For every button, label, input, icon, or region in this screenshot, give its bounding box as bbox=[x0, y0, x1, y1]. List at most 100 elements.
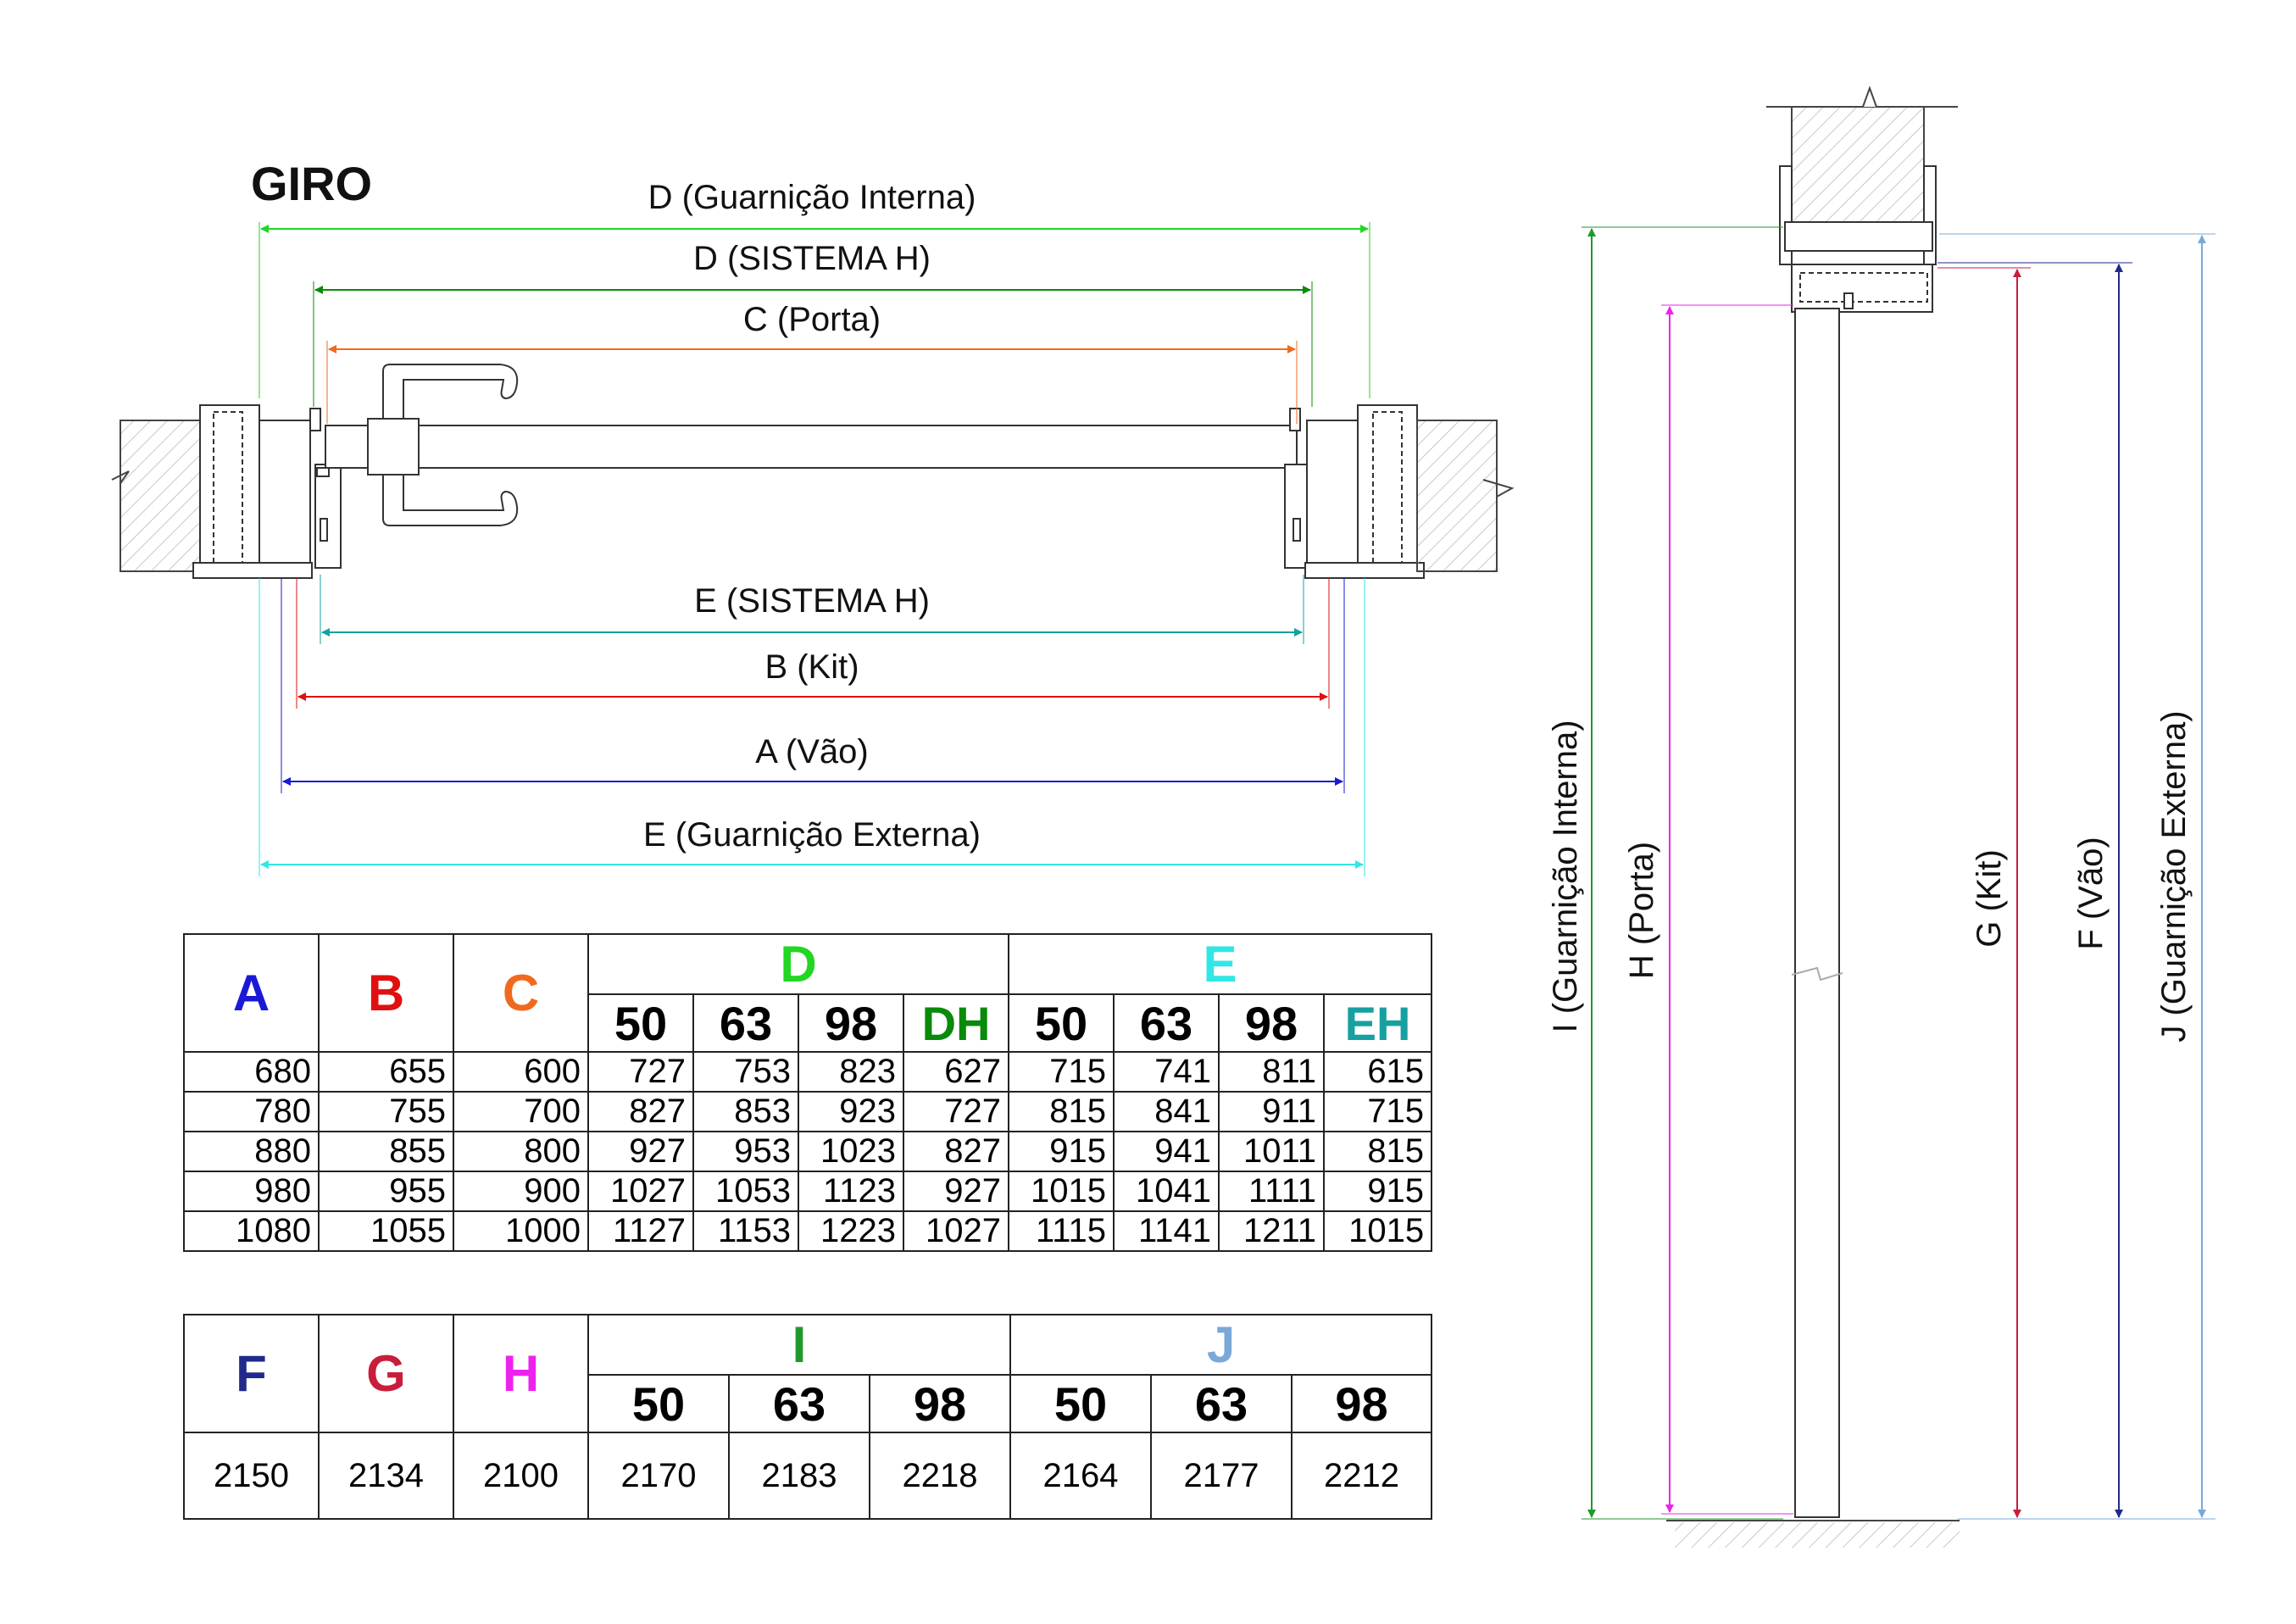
table-cell: 600 bbox=[453, 1051, 589, 1093]
table-cell: 1111 bbox=[1218, 1171, 1326, 1212]
table-cell: 1053 bbox=[692, 1171, 799, 1212]
label-b-kit: B (Kit) bbox=[764, 648, 859, 686]
table-cell: 911 bbox=[1218, 1091, 1326, 1132]
table-cell: 1153 bbox=[692, 1210, 799, 1252]
table-cell: 1041 bbox=[1113, 1171, 1220, 1212]
label-f-vao: F (Vão) bbox=[2072, 837, 2110, 949]
section-dimension-lines bbox=[1582, 226, 2215, 1520]
label-e-sistema-h: E (SISTEMA H) bbox=[694, 582, 930, 620]
table-cell: 980 bbox=[183, 1171, 320, 1212]
table-cell: 1123 bbox=[798, 1171, 904, 1212]
table-cell: 1027 bbox=[587, 1171, 694, 1212]
plan-dimension-lines bbox=[259, 222, 1370, 876]
table-cell: 953 bbox=[692, 1131, 799, 1172]
table-cell: 727 bbox=[902, 1091, 1010, 1132]
header-d: D bbox=[587, 933, 1010, 995]
table-cell: 1000 bbox=[453, 1210, 589, 1252]
left-wall bbox=[120, 420, 201, 572]
table-cell: 700 bbox=[453, 1091, 589, 1132]
table-cell: 853 bbox=[692, 1091, 799, 1132]
table-cell: 2218 bbox=[868, 1432, 1012, 1520]
table-cell: 755 bbox=[318, 1091, 454, 1132]
header-b: B bbox=[318, 933, 454, 1053]
table-cell: 1015 bbox=[1323, 1210, 1433, 1252]
label-d-sistema-h: D (SISTEMA H) bbox=[693, 240, 931, 277]
header-h: H bbox=[453, 1314, 589, 1433]
header-g: G bbox=[318, 1314, 454, 1433]
table-cell: 2170 bbox=[587, 1432, 730, 1520]
table-cell: 1115 bbox=[1008, 1210, 1115, 1252]
table-cell: 715 bbox=[1323, 1091, 1433, 1132]
table-cell: 923 bbox=[798, 1091, 904, 1132]
table-cell: 655 bbox=[318, 1051, 454, 1093]
table-cell: 811 bbox=[1218, 1051, 1326, 1093]
sub-header: 50 bbox=[587, 993, 694, 1053]
header-a: A bbox=[183, 933, 320, 1053]
table-cell: 955 bbox=[318, 1171, 454, 1212]
sub-header: 63 bbox=[1113, 993, 1220, 1053]
sub-header: 98 bbox=[868, 1374, 1012, 1433]
table-cell: 927 bbox=[902, 1171, 1010, 1212]
table-cell: 823 bbox=[798, 1051, 904, 1093]
label-c-porta: C (Porta) bbox=[743, 301, 881, 338]
sub-header-eh: EH bbox=[1323, 993, 1433, 1053]
sub-header-dh: DH bbox=[902, 993, 1010, 1053]
table-cell: 753 bbox=[692, 1051, 799, 1093]
label-i-guarnicao-interna: I (Guarnição Interna) bbox=[1547, 720, 1584, 1032]
table-cell: 827 bbox=[902, 1131, 1010, 1172]
table-cell: 815 bbox=[1323, 1131, 1433, 1172]
sub-header: 50 bbox=[1009, 1374, 1153, 1433]
table-cell: 727 bbox=[587, 1051, 694, 1093]
sub-header: 63 bbox=[728, 1374, 870, 1433]
table-cell: 927 bbox=[587, 1131, 694, 1172]
table-cell: 2164 bbox=[1009, 1432, 1153, 1520]
table-cell: 1223 bbox=[798, 1210, 904, 1252]
table-cell: 780 bbox=[183, 1091, 320, 1132]
sub-header: 50 bbox=[587, 1374, 730, 1433]
table-cell: 800 bbox=[453, 1131, 589, 1172]
plan-view bbox=[111, 364, 1515, 579]
table-cell: 2100 bbox=[453, 1432, 589, 1520]
table-cell: 2212 bbox=[1291, 1432, 1433, 1520]
label-e-guarnicao-externa: E (Guarnição Externa) bbox=[643, 816, 981, 854]
sub-header: 63 bbox=[1150, 1374, 1293, 1433]
table-cell: 715 bbox=[1008, 1051, 1115, 1093]
table-cell: 1127 bbox=[587, 1210, 694, 1252]
table-cell: 915 bbox=[1008, 1131, 1115, 1172]
table-cell: 1023 bbox=[798, 1131, 904, 1172]
header-c: C bbox=[453, 933, 589, 1053]
table-cell: 1055 bbox=[318, 1210, 454, 1252]
right-wall bbox=[1416, 420, 1498, 572]
table-cell: 915 bbox=[1323, 1171, 1433, 1212]
table-cell: 815 bbox=[1008, 1091, 1115, 1132]
sub-header: 98 bbox=[798, 993, 904, 1053]
table-cell: 855 bbox=[318, 1131, 454, 1172]
table-cell: 2150 bbox=[183, 1432, 320, 1520]
sub-header: 98 bbox=[1218, 993, 1326, 1053]
table-cell: 627 bbox=[902, 1051, 1010, 1093]
table-cell: 741 bbox=[1113, 1051, 1220, 1093]
table-cell: 841 bbox=[1113, 1091, 1220, 1132]
label-d-guarnicao-interna: D (Guarnição Interna) bbox=[648, 179, 976, 216]
door-leaf bbox=[325, 425, 1298, 469]
table-cell: 2183 bbox=[728, 1432, 870, 1520]
table-cell: 680 bbox=[183, 1051, 320, 1093]
label-j-guarnicao-externa: J (Guarnição Externa) bbox=[2155, 710, 2193, 1042]
header-i: I bbox=[587, 1314, 1012, 1376]
table-cell: 1027 bbox=[902, 1210, 1010, 1252]
sub-header: 63 bbox=[692, 993, 799, 1053]
header-f: F bbox=[183, 1314, 320, 1433]
label-h-porta: H (Porta) bbox=[1623, 842, 1660, 979]
table-cell: 1211 bbox=[1218, 1210, 1326, 1252]
table-cell: 2177 bbox=[1150, 1432, 1293, 1520]
door-leaf-section bbox=[1794, 308, 1840, 1518]
